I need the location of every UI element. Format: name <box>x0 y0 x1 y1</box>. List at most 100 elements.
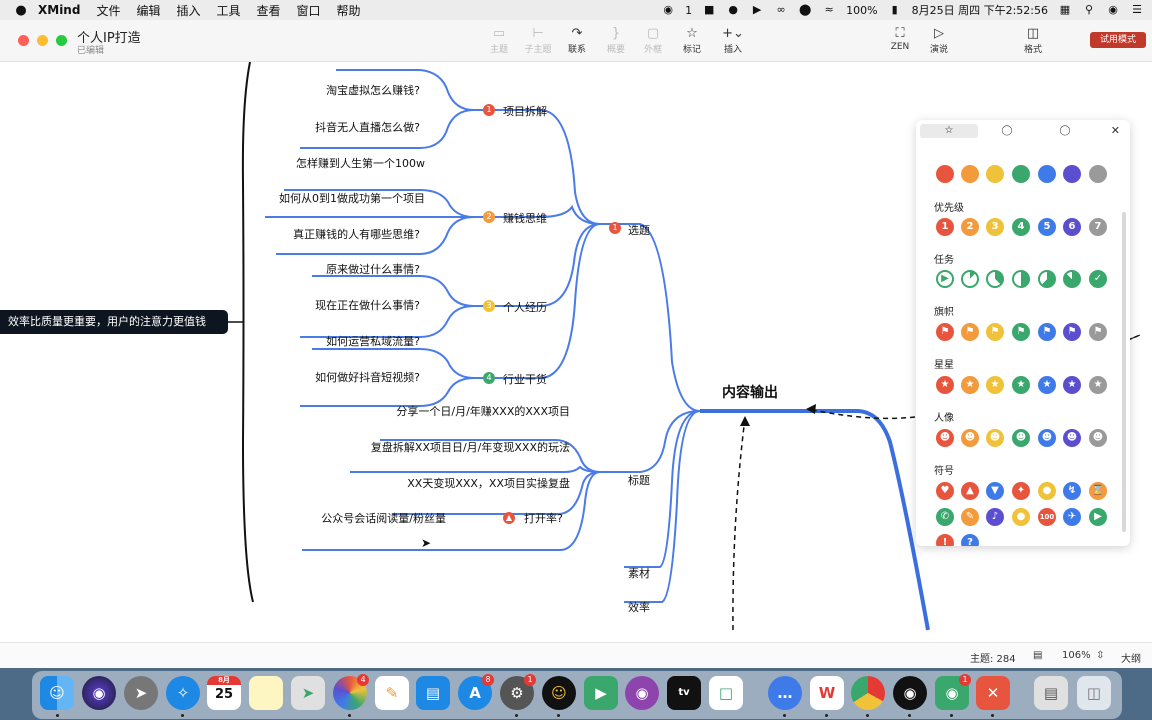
leaf-siwei[interactable]: 真正赚钱的人有哪些思维? <box>293 228 420 241</box>
hourglass-icon[interactable]: ⌛ <box>1089 482 1107 500</box>
finder-icon[interactable]: ☺ <box>40 676 74 710</box>
music-icon[interactable]: ● <box>728 3 738 16</box>
color-red-dot[interactable] <box>936 165 954 183</box>
wifi-icon[interactable]: ≈ <box>824 3 834 16</box>
zoom-window-button[interactable] <box>56 35 67 46</box>
title-leaf-4[interactable]: 公众号会话阅读量/粉丝量 <box>321 512 446 525</box>
boundary-button[interactable]: ▢ 外框 <box>633 26 673 55</box>
podcasts-icon[interactable]: ◉ <box>625 676 659 710</box>
color-green-dot[interactable] <box>1012 165 1030 183</box>
thumbs-up-icon[interactable]: ▲ <box>503 512 515 524</box>
menu-insert[interactable]: 插入 <box>176 3 201 18</box>
menu-window[interactable]: 窗口 <box>296 3 321 18</box>
star-orange-icon[interactable]: ★ <box>961 376 979 394</box>
zoom-stepper-icon[interactable]: ⇳ <box>1096 650 1105 661</box>
flag-purple-icon[interactable]: ⚑ <box>1063 323 1081 341</box>
wps-icon[interactable]: ■ <box>703 3 715 16</box>
outline-toggle[interactable]: 大纲 <box>1121 654 1141 665</box>
priority-7-marker[interactable]: 7 <box>1089 218 1107 236</box>
person-orange-icon[interactable]: ☻ <box>961 429 979 447</box>
star-green-icon[interactable]: ★ <box>1012 376 1030 394</box>
wechat-status-icon[interactable]: ◉ <box>663 3 673 16</box>
thumbs-down-icon[interactable]: ▼ <box>986 482 1004 500</box>
flag-green-icon[interactable]: ⚑ <box>1012 323 1030 341</box>
task-done-check-icon[interactable]: ✓ <box>1089 270 1107 288</box>
title-leaf-3[interactable]: XX天变现XXX，XX项目实操复盘 <box>407 477 570 490</box>
video-icon[interactable]: ▶ <box>752 3 762 16</box>
keynote-icon[interactable]: ▤ <box>416 676 450 710</box>
star-yellow-icon[interactable]: ★ <box>986 376 1004 394</box>
color-blue-dot[interactable] <box>1038 165 1056 183</box>
menu-view[interactable]: 查看 <box>256 3 281 18</box>
subtopic-xiangmu[interactable]: 项目拆解 <box>503 105 547 118</box>
apple-icon[interactable]: ● <box>15 2 27 18</box>
priority-2-marker[interactable]: 2 <box>961 218 979 236</box>
pencil-icon[interactable]: ✎ <box>961 508 979 526</box>
tab-marker[interactable]: ☆ <box>920 124 978 138</box>
pin-icon[interactable]: ✦ <box>1012 482 1030 500</box>
close-window-button[interactable] <box>18 35 29 46</box>
flag-blue-icon[interactable]: ⚑ <box>1038 323 1056 341</box>
leaf-yuanlai[interactable]: 原来做过什么事情? <box>326 263 420 276</box>
priority-4-icon[interactable]: 4 <box>483 372 495 384</box>
branch-sucai[interactable]: 素材 <box>628 567 650 580</box>
clock[interactable]: 8月25日 周四 下午2:52:56 <box>911 4 1048 17</box>
question-icon[interactable]: ? <box>961 534 979 546</box>
task-five-eighths-icon[interactable] <box>1038 270 1056 288</box>
lightning-icon[interactable]: ↯ <box>1063 482 1081 500</box>
wps-office-icon[interactable]: W <box>810 676 844 710</box>
menu-file[interactable]: 文件 <box>96 3 121 18</box>
left-topic[interactable]: 效率比质量更重要，用户的注意力更值钱 <box>0 310 228 334</box>
leaf-siyu[interactable]: 如何运营私域流量? <box>326 335 420 348</box>
menu-edit[interactable]: 编辑 <box>136 3 161 18</box>
task-quarter-icon[interactable] <box>986 270 1004 288</box>
control-center-icon[interactable]: ☰ <box>1132 3 1142 16</box>
chrome-icon[interactable] <box>851 676 885 710</box>
leaf-100w[interactable]: 怎样赚到人生第一个100w <box>296 157 425 170</box>
menu-tools[interactable]: 工具 <box>216 3 241 18</box>
xmind-icon[interactable]: ✕ <box>976 676 1010 710</box>
notes-icon[interactable] <box>249 676 283 710</box>
flag-orange-icon[interactable]: ⚑ <box>961 323 979 341</box>
minimize-window-button[interactable] <box>37 35 48 46</box>
apple-tv-icon[interactable]: tv <box>667 676 701 710</box>
messages-bubble-icon[interactable]: … <box>768 676 802 710</box>
priority-1-icon[interactable]: 1 <box>483 104 495 116</box>
priority-1-icon[interactable]: 1 <box>609 222 621 234</box>
safari-compass-icon[interactable]: ✧ <box>166 676 200 710</box>
bluetooth-icon[interactable]: ⬤ <box>798 3 812 16</box>
person-yellow-icon[interactable]: ☻ <box>986 429 1004 447</box>
pages-pencil-icon[interactable]: ✎ <box>375 676 409 710</box>
branch-xiaolv[interactable]: 效率 <box>628 601 650 614</box>
format-button[interactable]: ◫ 格式 <box>1013 26 1053 55</box>
flag-red-icon[interactable]: ⚑ <box>936 323 954 341</box>
launchpad-rocket-icon[interactable]: ➤ <box>124 676 158 710</box>
flag-yellow-icon[interactable]: ⚑ <box>986 323 1004 341</box>
central-topic[interactable]: 内容输出 <box>722 385 778 401</box>
task-seven-eighths-icon[interactable] <box>1063 270 1081 288</box>
color-orange-dot[interactable] <box>961 165 979 183</box>
insert-button[interactable]: +⌄ 插入 <box>713 26 753 55</box>
spotlight-search-icon[interactable]: ⚲ <box>1084 3 1094 16</box>
marker-button[interactable]: ☆ 标记 <box>672 26 712 55</box>
zoom-level[interactable]: 106% <box>1062 650 1091 661</box>
menu-app-name[interactable]: XMind <box>38 3 81 17</box>
relationship-button[interactable]: ↷ 联系 <box>557 26 597 55</box>
calendar-icon[interactable]: 8月 25 <box>207 676 241 710</box>
marker-panel-scrollbar[interactable] <box>1122 212 1126 532</box>
mindmap-canvas[interactable]: 效率比质量更重要，用户的注意力更值钱 内容输出 1 选题 标题 素材 效率 1 … <box>0 62 1152 642</box>
battery-icon[interactable]: ▮ <box>891 3 898 16</box>
person-gray-icon[interactable]: ☻ <box>1089 429 1107 447</box>
person-blue-icon[interactable]: ☻ <box>1038 429 1056 447</box>
heart-icon[interactable]: ♥ <box>936 482 954 500</box>
task-eighth-icon[interactable] <box>961 270 979 288</box>
tab-sticker[interactable]: ◯ <box>978 124 1036 138</box>
thumbs-up-icon[interactable]: ▲ <box>961 482 979 500</box>
leaf-duanshipin[interactable]: 如何做好抖音短视频? <box>315 371 420 384</box>
menu-help[interactable]: 帮助 <box>336 3 361 18</box>
leaf-douyin-wuren[interactable]: 抖音无人直播怎么做? <box>315 121 420 134</box>
trash-icon[interactable]: ◫ <box>1077 676 1111 710</box>
music-note-icon[interactable]: ♪ <box>986 508 1004 526</box>
siri-icon[interactable]: ◉ <box>82 676 116 710</box>
airplane-icon[interactable]: ✈ <box>1063 508 1081 526</box>
